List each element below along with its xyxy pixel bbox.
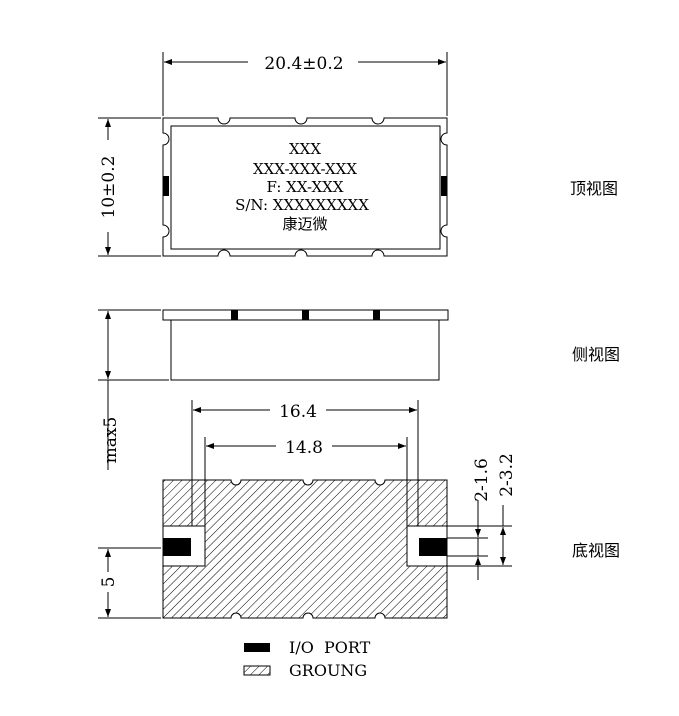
side-pad-3 bbox=[373, 310, 380, 320]
top-view-lid bbox=[170, 125, 441, 250]
dim164-label: 16.4 bbox=[279, 402, 317, 422]
top-right-io-pad bbox=[441, 176, 447, 196]
marking-line-3: F: XX-XXX bbox=[266, 178, 343, 196]
max-dim-label: max5 bbox=[101, 417, 121, 464]
marking-line-2: XXX-XXX-XXX bbox=[253, 160, 357, 178]
left-io-pad bbox=[163, 538, 191, 556]
side-pad-2 bbox=[302, 310, 309, 320]
width-dim-bg bbox=[248, 52, 358, 72]
marking-line-1: XXX bbox=[289, 140, 321, 158]
side-view-label: 侧视图 bbox=[572, 345, 620, 364]
dim5-bg bbox=[98, 572, 118, 592]
legend-ground-swatch bbox=[243, 665, 271, 676]
side-pad-1 bbox=[231, 310, 238, 320]
top-view-outline bbox=[162, 117, 448, 257]
top-view: XXX XXX-XXX-XXX F: XX-XXX S/N: XXXXXXXXX… bbox=[98, 52, 618, 257]
legend-io-swatch bbox=[244, 643, 270, 652]
legend-ground-label: GROUNG bbox=[289, 661, 367, 680]
marking-line-5: 康迈微 bbox=[282, 215, 327, 233]
bottom-view-label: 底视图 bbox=[572, 541, 620, 560]
top-view-label: 顶视图 bbox=[570, 179, 618, 198]
height-dim-label: 10±0.2 bbox=[99, 156, 119, 219]
side-view: max5 侧视图 bbox=[98, 309, 620, 470]
dim148-bg bbox=[276, 436, 332, 456]
dim148-label: 14.8 bbox=[285, 438, 323, 458]
legend: I/O PORT GROUNG bbox=[243, 638, 371, 680]
ground-area bbox=[162, 479, 448, 619]
legend-io-label: I/O PORT bbox=[289, 638, 371, 657]
marking-line-4: S/N: XXXXXXXXX bbox=[235, 196, 369, 214]
height-dim-bg bbox=[98, 140, 118, 232]
dim5-label: 5 bbox=[99, 577, 119, 588]
top-left-io-pad bbox=[163, 176, 169, 196]
port-large-label: 2-3.2 bbox=[497, 453, 517, 497]
right-io-pad bbox=[419, 538, 447, 556]
width-dim-label: 20.4±0.2 bbox=[264, 54, 343, 74]
side-view-lid bbox=[170, 319, 440, 381]
dim164-bg bbox=[270, 400, 326, 420]
bottom-view: 16.4 14.8 2-1.6 2-3.2 5 底视图 bbox=[98, 400, 620, 619]
port-small-label: 2-1.6 bbox=[472, 458, 492, 502]
